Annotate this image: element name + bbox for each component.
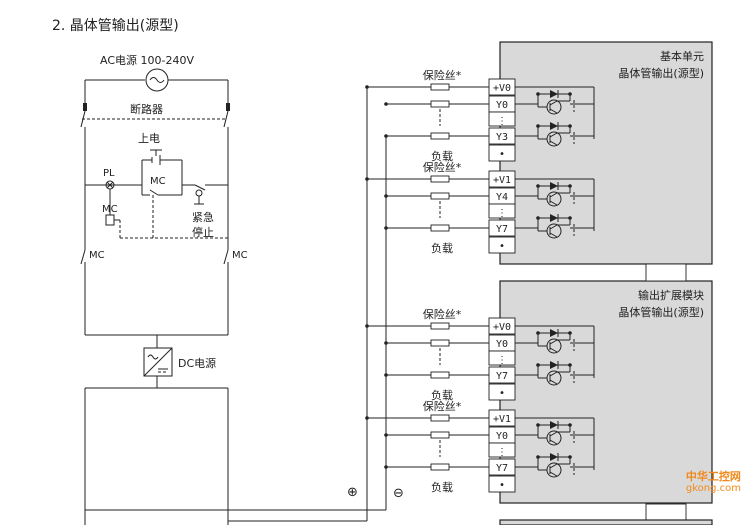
breaker-contact-left xyxy=(83,103,87,111)
load-label: 负载 xyxy=(431,241,453,255)
terminal-4 xyxy=(488,475,516,493)
terminal-label: +V1 xyxy=(493,175,511,186)
diode-icon xyxy=(550,182,558,190)
ac-in-icon xyxy=(147,354,159,360)
base-unit-box xyxy=(499,41,713,265)
diode-icon xyxy=(550,122,558,130)
mc-main-label-right: MC xyxy=(232,250,248,261)
estop-label-2: 停止 xyxy=(192,225,214,239)
module-title: 基本单元 xyxy=(660,49,704,63)
next-module-box xyxy=(499,519,713,525)
terminal-label: ⋮ xyxy=(497,208,507,219)
minus-symbol: ⊖ xyxy=(393,486,404,501)
load-icon xyxy=(430,431,450,439)
load-icon xyxy=(430,371,450,379)
terminal-2 xyxy=(488,111,516,127)
terminal-label: • xyxy=(499,388,505,399)
ac-supply-label: AC电源 100-240V xyxy=(100,53,194,67)
fuse-label: 保险丝* xyxy=(423,307,462,321)
load-icon xyxy=(430,463,450,471)
terminal-label: +V0 xyxy=(493,83,511,94)
diode-icon xyxy=(550,361,558,369)
fuse-icon xyxy=(430,322,450,330)
module-title: 输出扩展模块 xyxy=(638,288,704,302)
diode-icon xyxy=(550,453,558,461)
terminal-label: • xyxy=(499,480,505,491)
terminal-label: ⋮ xyxy=(497,447,507,458)
load-label: 负载 xyxy=(431,480,453,494)
load-icon xyxy=(430,224,450,232)
module-subtitle: 晶体管输出(源型) xyxy=(618,66,704,80)
fuse-icon xyxy=(430,83,450,91)
dc-supply-label: DC电源 xyxy=(178,356,216,370)
watermark: 中华工控网 gkong.com xyxy=(686,471,741,495)
terminal-4 xyxy=(488,144,516,162)
terminal-label: Y0 xyxy=(496,339,508,350)
load-icon xyxy=(430,132,450,140)
diode-icon xyxy=(550,90,558,98)
load-icon xyxy=(430,100,450,108)
load-icon xyxy=(430,192,450,200)
terminal-label: Y7 xyxy=(496,463,508,474)
estop-contact xyxy=(194,184,206,191)
terminal-2 xyxy=(488,203,516,219)
diode-icon xyxy=(550,214,558,222)
plus-symbol: ⊕ xyxy=(347,485,358,500)
terminal-label: • xyxy=(499,241,505,252)
watermark-domain: gkong.com xyxy=(685,483,741,494)
estop-button-icon xyxy=(195,189,203,197)
terminal-4 xyxy=(488,383,516,401)
terminal-label: Y3 xyxy=(496,132,508,143)
terminal-label: Y4 xyxy=(496,192,508,203)
mc-hold-label: MC xyxy=(150,176,166,187)
fuse-label: 保险丝* xyxy=(423,160,462,174)
terminal-label: Y7 xyxy=(496,371,508,382)
terminal-label: ⋮ xyxy=(497,355,507,366)
terminal-2 xyxy=(488,350,516,366)
fuse-label: 保险丝* xyxy=(423,68,462,82)
mc-main-label-left: MC xyxy=(89,250,105,261)
fuse-icon xyxy=(430,175,450,183)
module-connector xyxy=(645,263,687,282)
power-on-label: 上电 xyxy=(138,132,160,145)
diode-icon xyxy=(550,421,558,429)
terminal-2 xyxy=(488,442,516,458)
breaker-label: 断路器 xyxy=(130,102,163,116)
ac-wave-icon xyxy=(149,77,165,83)
watermark-brand: 中华工控网 xyxy=(685,470,741,483)
terminal-label: ⋮ xyxy=(497,116,507,127)
mc-coil xyxy=(105,214,115,226)
estop-label-1: 紧急 xyxy=(192,210,214,224)
module-subtitle: 晶体管输出(源型) xyxy=(618,305,704,319)
terminal-4 xyxy=(488,236,516,254)
terminal-label: • xyxy=(499,149,505,160)
terminal-label: Y0 xyxy=(496,100,508,111)
page-title: 2. 晶体管输出(源型) xyxy=(52,18,179,34)
fuse-icon xyxy=(430,414,450,422)
terminal-label: +V0 xyxy=(493,322,511,333)
breaker-contact-right xyxy=(226,103,230,111)
terminal-label: Y0 xyxy=(496,431,508,442)
terminal-label: +V1 xyxy=(493,414,511,425)
dc-supply-symbol xyxy=(143,347,173,377)
load-label: 负载 xyxy=(431,149,453,163)
load-label: 负载 xyxy=(431,388,453,402)
terminal-label: Y7 xyxy=(496,224,508,235)
output-modules: 基本单元晶体管输出(源型)+V0Y0⋮Y3•保险丝*负载+V1Y4⋮Y7•保险丝… xyxy=(365,41,713,525)
load-icon xyxy=(430,339,450,347)
diode-icon xyxy=(550,329,558,337)
pl-label: PL xyxy=(103,168,115,179)
fuse-label: 保险丝* xyxy=(423,399,462,413)
